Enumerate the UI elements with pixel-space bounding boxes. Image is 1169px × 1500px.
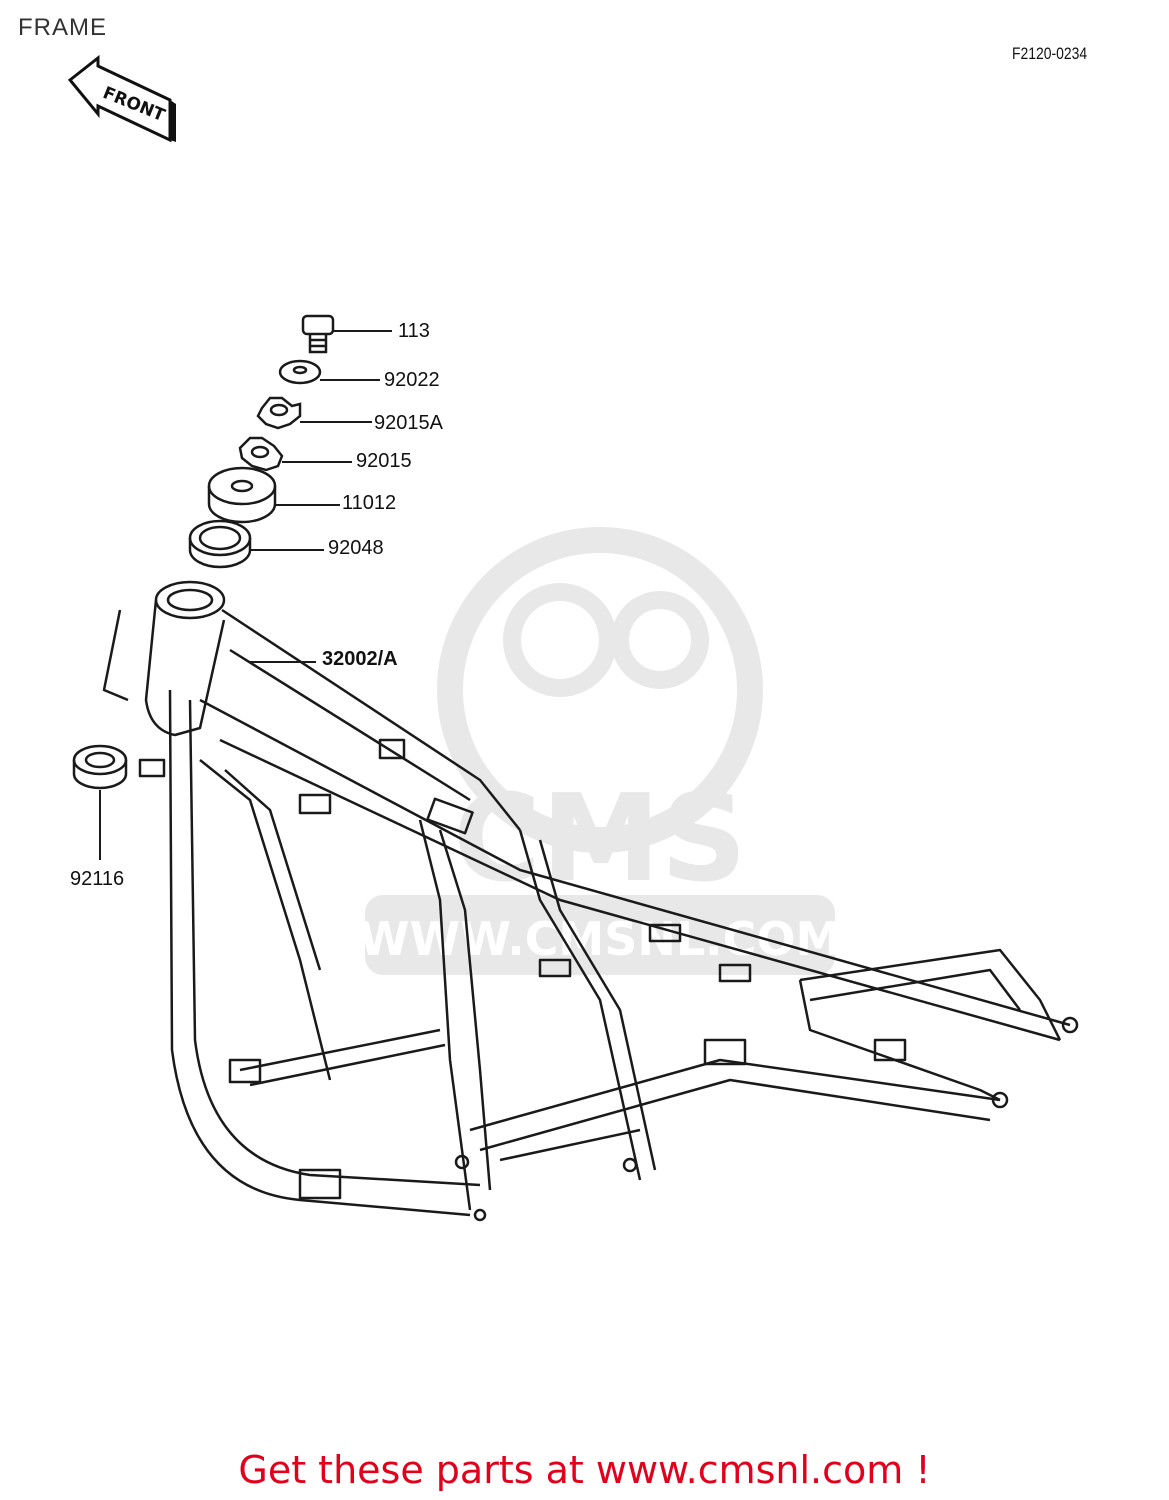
callout-11012: 11012	[342, 492, 397, 514]
nut-92015a-icon	[256, 396, 302, 430]
callout-92048: 92048	[328, 537, 384, 559]
callout-leaders	[99, 330, 392, 860]
cap-11012-icon	[207, 466, 277, 524]
steering-stem-parts	[72, 314, 335, 790]
callout-92015a: 92015A	[374, 412, 443, 434]
cms-watermark: CMS WWW.CMSNL.COM	[359, 527, 841, 975]
bearing-92048-icon	[188, 519, 252, 569]
diagram-code: F2120-0234	[1012, 44, 1088, 63]
washer-92022-icon	[278, 359, 322, 385]
callout-92116: 92116	[70, 868, 125, 890]
callout-92022: 92022	[384, 369, 440, 391]
page-title: FRAME	[18, 14, 107, 41]
nut-92015-icon	[238, 436, 284, 472]
front-arrow-icon: FRONT	[67, 54, 176, 143]
callout-32002a: 32002/A	[322, 648, 398, 670]
callout-113: 113	[398, 320, 430, 342]
front-badge-label: FRONT	[100, 83, 168, 126]
callout-92015: 92015	[356, 450, 412, 472]
bolt-113-icon	[301, 314, 335, 354]
watermark-brand: CMS	[453, 770, 747, 909]
frame-32002a	[102, 580, 1079, 1222]
seal-92116-icon	[72, 744, 128, 790]
footer-shop-link[interactable]: Get these parts at www.cmsnl.com !	[238, 1448, 931, 1492]
